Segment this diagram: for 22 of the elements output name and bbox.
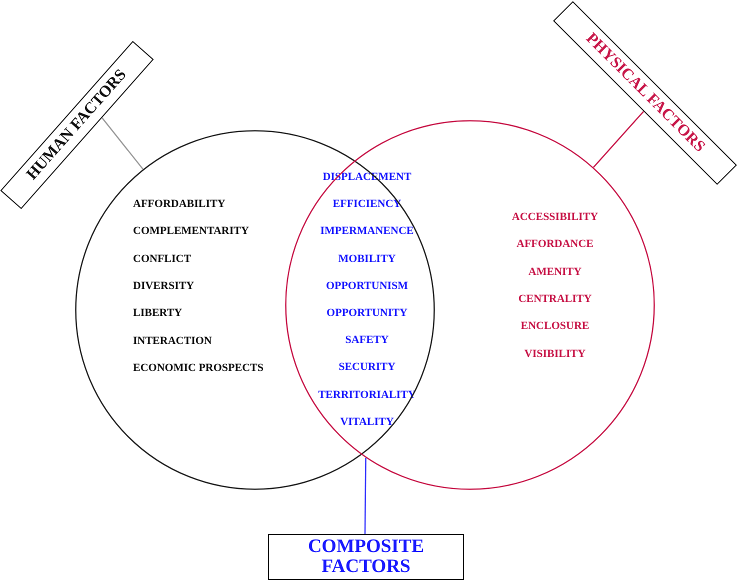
factor-text: IMPERMANENCE (320, 225, 414, 238)
factor-text: LIBERTY (133, 307, 182, 320)
factor-text: AMENITY (528, 266, 582, 278)
factor-text: ECONOMIC PROSPECTS (133, 362, 264, 374)
factor-text: DIVERSITY (133, 280, 194, 292)
factor-text: MOBILITY (338, 252, 396, 265)
factor-text: VITALITY (340, 416, 394, 428)
factor-text: OPPORTUNITY (326, 307, 408, 319)
factor-text: CONFLICT (133, 252, 192, 265)
factor-text: AFFORDANCE (516, 238, 594, 250)
factor-text: CENTRALITY (518, 292, 592, 305)
factor-text: SAFETY (345, 334, 389, 346)
factor-text: VISIBILITY (524, 348, 586, 360)
factor-text: COMPLEMENTARITY (133, 225, 249, 238)
factor-text: ENCLOSURE (520, 320, 590, 332)
factor-text: ACCESSIBILITY (512, 211, 598, 223)
factor-text: SECURITY (338, 361, 396, 374)
category-label: COMPOSITE FACTORS (268, 534, 464, 580)
factor-text: INTERACTION (133, 334, 212, 346)
leader-line (102, 117, 144, 170)
leader-line (593, 110, 644, 168)
factor-text: OPPORTUNISM (326, 280, 408, 292)
